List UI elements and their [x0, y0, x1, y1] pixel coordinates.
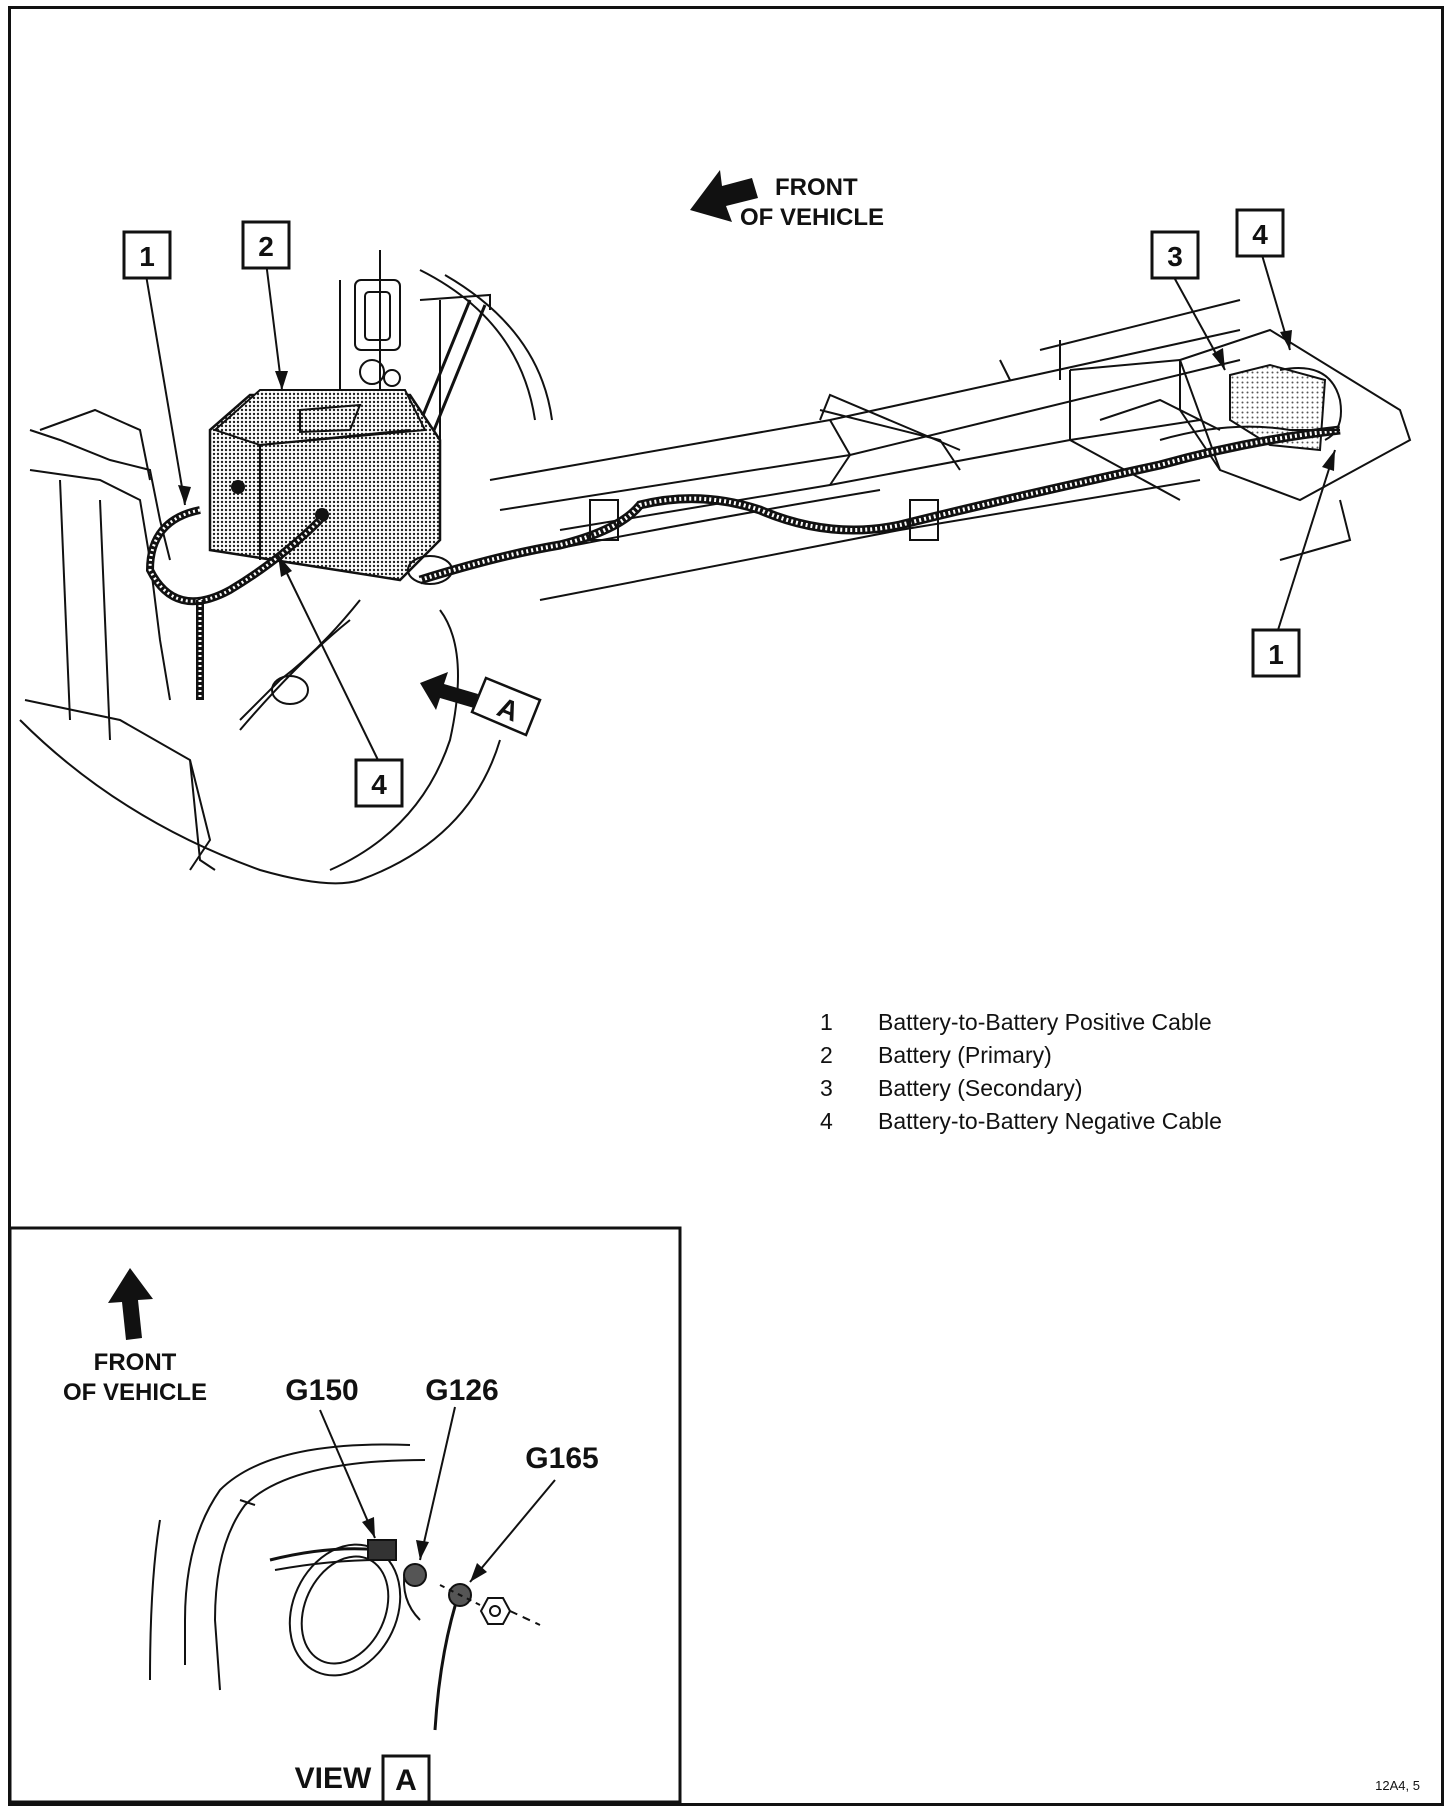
inset-view-letter: A [395, 1764, 417, 1797]
svg-text:1: 1 [139, 241, 155, 272]
inset-view-label: VIEW [295, 1762, 372, 1795]
vehicle-frame-illustration [19, 250, 1412, 885]
legend-item-text: Battery (Primary) [878, 1042, 1052, 1068]
legend-item-text: Battery (Secondary) [878, 1075, 1083, 1101]
callout-box-1-right: 1 [1251, 628, 1301, 678]
legend-item: 4 Battery-to-Battery Negative Cable [820, 1105, 1222, 1138]
inset-view-a [8, 1226, 682, 1804]
legend-item-number: 4 [820, 1108, 833, 1134]
inset-front-label-line2: OF VEHICLE [63, 1379, 207, 1406]
leader-lines [145, 254, 1336, 761]
legend-item: 3 Battery (Secondary) [820, 1072, 1222, 1105]
callout-box-4-left: 4 [354, 758, 404, 808]
view-a-arrow [420, 672, 542, 737]
svg-text:2: 2 [258, 231, 274, 262]
legend: 1 Battery-to-Battery Positive Cable 2 Ba… [820, 1006, 1222, 1138]
primary-battery [208, 389, 442, 582]
legend-item-number: 1 [820, 1009, 833, 1035]
ground-label-g165: G165 [525, 1442, 598, 1475]
inset-view-letter-box [381, 1754, 431, 1804]
callout-box-3: 3 [1150, 230, 1200, 280]
legend-item-text: Battery-to-Battery Negative Cable [878, 1108, 1222, 1134]
front-label-top-line2: OF VEHICLE [740, 204, 884, 231]
front-label-top-line1: FRONT [775, 174, 858, 201]
front-direction-arrow-top [690, 170, 758, 222]
ground-label-g150: G150 [285, 1374, 358, 1407]
legend-item-text: Battery-to-Battery Positive Cable [878, 1009, 1212, 1035]
svg-text:1: 1 [1268, 639, 1284, 670]
legend-item: 1 Battery-to-Battery Positive Cable [820, 1006, 1222, 1039]
callout-box-4-right: 4 [1235, 208, 1285, 258]
inset-front-label-line1: FRONT [94, 1349, 177, 1376]
callout-box-1-left: 1 [122, 230, 172, 280]
legend-item: 2 Battery (Primary) [820, 1039, 1222, 1072]
callout-box-2: 2 [241, 220, 291, 270]
legend-item-number: 2 [820, 1042, 833, 1068]
svg-text:4: 4 [1252, 219, 1268, 250]
legend-item-number: 3 [820, 1075, 833, 1101]
battery-cables [145, 425, 1341, 731]
figure-id: 12A4, 5 [1375, 1778, 1420, 1793]
svg-text:4: 4 [371, 769, 387, 800]
ground-label-g126: G126 [425, 1374, 498, 1407]
svg-text:3: 3 [1167, 241, 1183, 272]
